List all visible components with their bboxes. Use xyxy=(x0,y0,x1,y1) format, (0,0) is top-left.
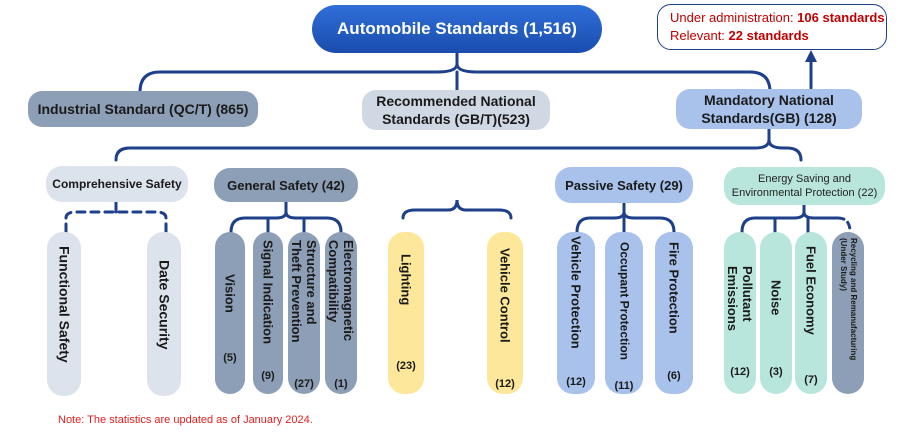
column-count: (12) xyxy=(495,378,515,390)
column-label: Functional Safety xyxy=(56,246,73,363)
column-label: Noise xyxy=(768,280,784,316)
passive-safety-box: Passive Safety (29) xyxy=(555,167,693,203)
column-count: (7) xyxy=(804,374,818,386)
column-fire-protection: Fire Protection (6) xyxy=(655,232,693,394)
arrow-head xyxy=(805,50,817,62)
column-lighting: Lighting (23) xyxy=(388,232,424,394)
column-occupant-protection: Occupant Protection (11) xyxy=(605,232,643,394)
comprehensive-safety-box: Comprehensive Safety xyxy=(46,166,188,202)
column-label: Vision xyxy=(222,274,238,313)
column-noise: Noise (3) xyxy=(760,232,792,394)
automobile-standards-title: Automobile Standards (1,516) xyxy=(312,5,602,53)
column-label: Pollutant Emissions xyxy=(725,266,755,332)
admin-line2-prefix: Relevant: xyxy=(670,28,729,43)
column-data-security: Date Security xyxy=(147,232,181,396)
column-vision: Vision (5) xyxy=(215,232,245,394)
column-signal-indication: Signal Indication (9) xyxy=(253,232,283,394)
column-label: Fuel Economy xyxy=(803,246,819,335)
column-label: Date Security xyxy=(156,260,173,350)
column-label: Vehicle Protection xyxy=(568,236,584,349)
column-count: (1) xyxy=(334,378,348,390)
column-count: (3) xyxy=(769,366,783,378)
industrial-standard-box: Industrial Standard (QC/T) (865) xyxy=(28,91,258,127)
column-label: Fire Protection xyxy=(666,242,682,334)
mandatory-national-box: Mandatory National Standards(GB) (128) xyxy=(676,89,862,129)
column-label: Structure and Theft Prevention xyxy=(289,240,319,343)
column-fuel-economy: Fuel Economy (7) xyxy=(795,232,827,394)
column-vehicle-control: Vehicle Control (12) xyxy=(487,232,523,394)
column-functional-safety: Functional Safety xyxy=(47,232,81,396)
column-label: Electromagnetic Compatibility xyxy=(326,240,356,342)
column-count: (6) xyxy=(667,370,681,382)
column-count: (5) xyxy=(223,352,237,364)
column-label: Lighting xyxy=(398,254,414,306)
admin-line2-value: 22 standards xyxy=(728,28,809,43)
admin-info-box: Under administration: 106 standards Rele… xyxy=(657,4,887,50)
admin-line1-value: 106 standards xyxy=(797,10,885,25)
column-count: (11) xyxy=(614,380,634,392)
column-count: (12) xyxy=(566,376,586,388)
column-recycling: Recycling and Remanufacturing (Under Stu… xyxy=(832,232,864,394)
column-label: Recycling and Remanufacturing (Under Stu… xyxy=(839,238,858,361)
column-label: Signal Indication xyxy=(260,240,276,345)
column-count: (27) xyxy=(294,378,314,390)
admin-line1-prefix: Under administration: xyxy=(670,10,798,25)
column-structure-theft: Structure and Theft Prevention (27) xyxy=(288,232,320,394)
column-electromagnetic: Electromagnetic Compatibility (1) xyxy=(325,232,357,394)
column-pollutant-emissions: Pollutant Emissions (12) xyxy=(724,232,756,394)
recommended-national-box: Recommended National Standards (GB/T)(52… xyxy=(362,90,550,130)
energy-saving-box: Energy Saving and Environmental Protecti… xyxy=(724,167,885,205)
general-safety-box: General Safety (42) xyxy=(214,168,358,202)
column-vehicle-protection: Vehicle Protection (12) xyxy=(557,232,595,394)
column-label: Vehicle Control xyxy=(497,248,513,343)
column-label: Occupant Protection xyxy=(617,242,632,361)
column-count: (23) xyxy=(396,360,416,372)
footnote: Note: The statistics are updated as of J… xyxy=(58,414,313,426)
column-count: (12) xyxy=(730,366,750,378)
column-count: (9) xyxy=(261,370,275,382)
